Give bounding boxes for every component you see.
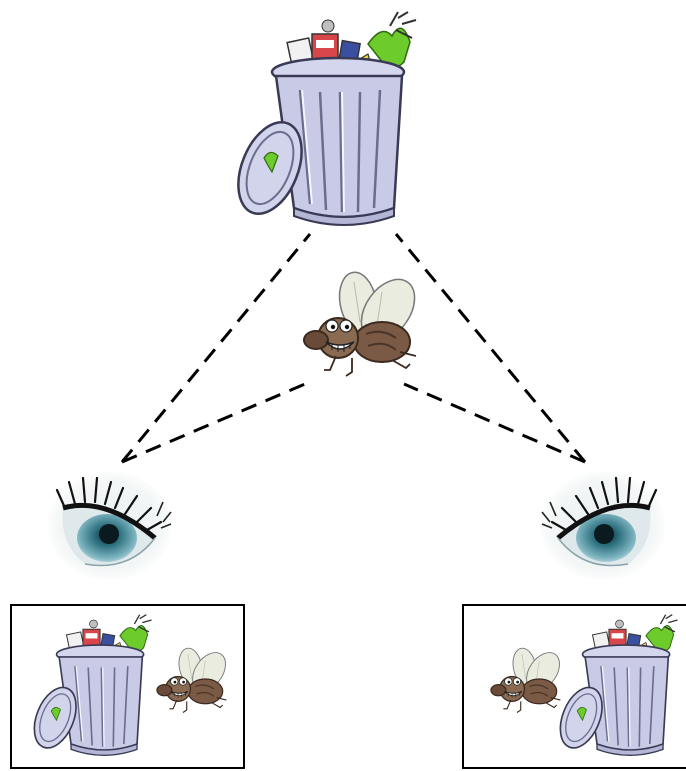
sight-line-right-to-can	[396, 234, 585, 462]
fly-icon	[304, 269, 426, 376]
left-view-frame	[10, 604, 245, 769]
trash-can-icon	[26, 615, 151, 756]
sight-line-right-to-fly	[404, 384, 585, 462]
fly-icon	[157, 646, 232, 712]
fly-icon	[491, 646, 566, 712]
sight-line-left-to-fly	[122, 384, 305, 462]
trash-can-icon	[226, 12, 416, 225]
left-eye-icon	[48, 472, 172, 580]
trash-can-icon	[552, 615, 677, 756]
sight-line-left-to-can	[122, 234, 310, 462]
right-view-frame	[462, 604, 686, 769]
right-eye-icon	[541, 472, 665, 580]
